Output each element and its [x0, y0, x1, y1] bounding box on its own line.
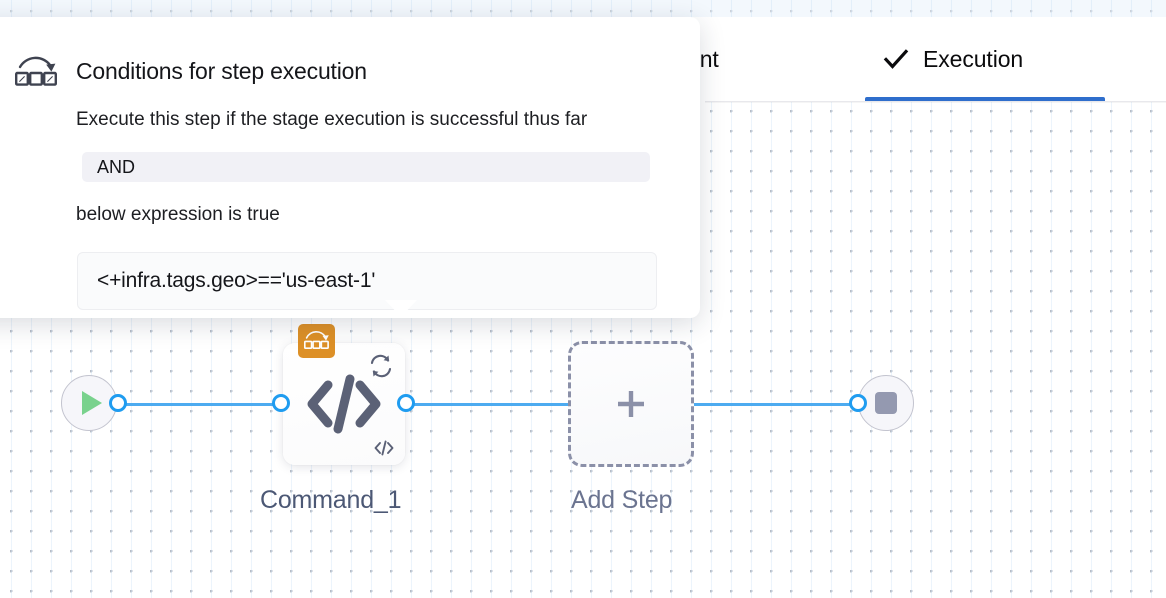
edge-command-to-addstep — [396, 403, 636, 406]
end-node-input-port[interactable] — [849, 394, 867, 412]
add-step-node[interactable] — [568, 341, 694, 467]
step-node-label: Command_1 — [260, 486, 402, 514]
start-node-output-port[interactable] — [109, 394, 127, 412]
conditional-execution-badge[interactable] — [298, 324, 335, 358]
edge-start-to-command — [113, 403, 293, 406]
popover-arrow — [385, 300, 417, 317]
command-node-input-port[interactable] — [272, 394, 290, 412]
code-icon — [373, 439, 395, 457]
tab-active-underline — [865, 97, 1105, 102]
check-icon — [883, 46, 909, 72]
canvas-top-strip — [0, 0, 1166, 17]
popover-condition-line-1: Execute this step if the stage execution… — [76, 109, 588, 130]
tab-execution[interactable]: Execution — [883, 17, 1023, 101]
stop-icon — [875, 392, 897, 414]
popover-title: Conditions for step execution — [76, 58, 367, 84]
step-node-command[interactable] — [283, 343, 405, 465]
tab-execution-label: Execution — [923, 45, 1024, 72]
code-icon — [305, 369, 383, 439]
edge-addstep-to-end — [630, 403, 866, 406]
popover-operator-field: AND — [82, 152, 650, 182]
command-node-output-port[interactable] — [397, 394, 415, 412]
popover-condition-line-2: below expression is true — [76, 204, 280, 225]
pipeline-tab-bar: ronment Execution — [635, 17, 1166, 102]
conditions-popover: Conditions for step execution Execute th… — [0, 17, 700, 318]
conditional-execution-icon — [14, 53, 58, 91]
plus-icon — [614, 387, 648, 421]
retry-loop-icon[interactable] — [366, 351, 396, 381]
start-node[interactable] — [61, 375, 117, 431]
add-step-label: Add Step — [571, 486, 673, 514]
popover-expression-field: <+infra.tags.geo>=='us-east-1' — [77, 252, 657, 310]
play-icon — [82, 391, 102, 415]
